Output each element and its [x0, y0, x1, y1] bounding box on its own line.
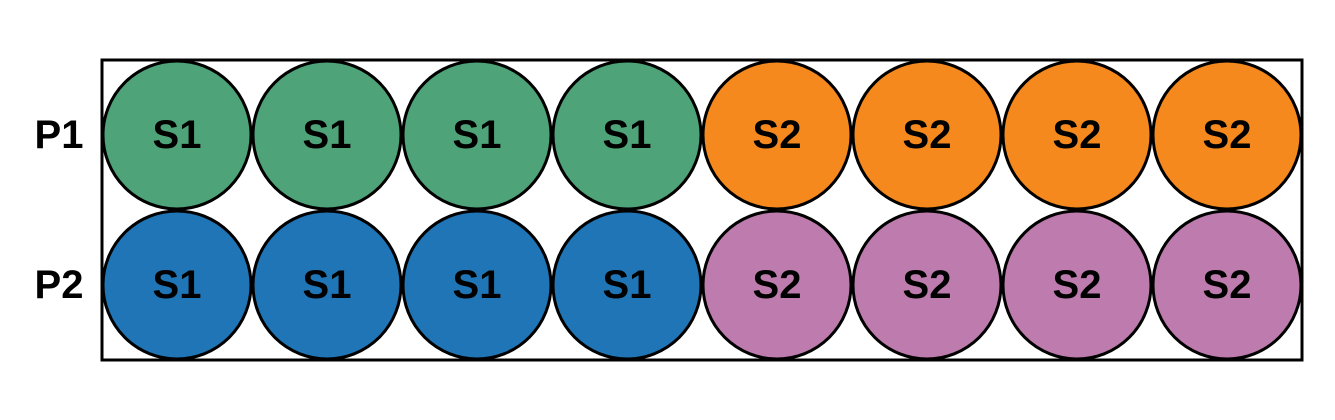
well-circle: [401, 59, 553, 211]
well-circle: [401, 209, 553, 361]
row-label-p1: P1: [35, 113, 84, 157]
well-circle: [701, 59, 853, 211]
well-label: S1: [153, 113, 202, 157]
well-circle: [251, 59, 403, 211]
well-label: S2: [1053, 113, 1102, 157]
well-circle: [701, 209, 853, 361]
well-p1-8: S2: [1151, 59, 1303, 211]
well-circle: [851, 209, 1003, 361]
well-p1-1: S1: [101, 59, 253, 211]
well-p1-7: S2: [1001, 59, 1153, 211]
well-label: S2: [753, 263, 802, 307]
well-label: S1: [453, 113, 502, 157]
well-label: S2: [1203, 113, 1252, 157]
well-label: S1: [453, 263, 502, 307]
well-circle: [551, 59, 703, 211]
well-circle: [101, 209, 253, 361]
well-label: S2: [1053, 263, 1102, 307]
well-p1-3: S1: [401, 59, 553, 211]
well-p2-1: S1: [101, 209, 253, 361]
well-p2-5: S2: [701, 209, 853, 361]
well-circle: [101, 59, 253, 211]
well-label: S2: [903, 113, 952, 157]
well-label: S2: [903, 263, 952, 307]
well-label: S1: [303, 263, 352, 307]
well-label: S2: [753, 113, 802, 157]
well-p2-4: S1: [551, 209, 703, 361]
well-p2-2: S1: [251, 209, 403, 361]
well-p2-7: S2: [1001, 209, 1153, 361]
well-circle: [251, 209, 403, 361]
well-circle: [1151, 59, 1303, 211]
well-p2-3: S1: [401, 209, 553, 361]
well-p1-2: S1: [251, 59, 403, 211]
well-label: S1: [603, 263, 652, 307]
well-label: S1: [303, 113, 352, 157]
well-label: S1: [153, 263, 202, 307]
row-label-p2: P2: [35, 263, 84, 307]
well-p1-4: S1: [551, 59, 703, 211]
well-p2-8: S2: [1151, 209, 1303, 361]
well-p2-6: S2: [851, 209, 1003, 361]
well-label: S1: [603, 113, 652, 157]
well-label: S2: [1203, 263, 1252, 307]
well-circle: [551, 209, 703, 361]
well-circle: [1001, 209, 1153, 361]
well-p1-5: S2: [701, 59, 853, 211]
well-circle: [851, 59, 1003, 211]
well-p1-6: S2: [851, 59, 1003, 211]
well-circle: [1151, 209, 1303, 361]
well-circle: [1001, 59, 1153, 211]
